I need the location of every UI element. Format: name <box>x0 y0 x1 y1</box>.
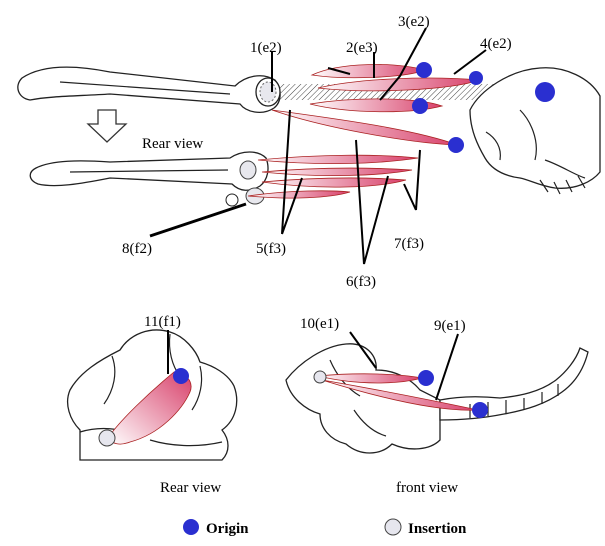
origin-point <box>173 368 189 384</box>
origin-point <box>418 370 434 386</box>
muscle-label-5: 5(f3) <box>256 241 286 257</box>
insertion-point <box>314 371 326 383</box>
muscle-5 <box>258 155 418 163</box>
insertion-legend-icon <box>385 519 401 535</box>
bottom-right-caption: front view <box>396 480 458 496</box>
muscle-label-2: 2(e3) <box>346 40 378 56</box>
origin-point <box>469 71 483 85</box>
pointer-line <box>150 204 246 236</box>
muscle-label-4: 4(e2) <box>480 36 512 52</box>
legend-origin-label: Origin <box>206 521 249 537</box>
bottom-right-front-view-panel: 10(e1) 9(e1) front view <box>286 316 588 496</box>
bottom-left-caption: Rear view <box>160 480 221 496</box>
insertion-point <box>240 161 256 179</box>
knee-joint <box>256 78 280 106</box>
legend-insertion-label: Insertion <box>408 521 467 537</box>
origin-point <box>412 98 428 114</box>
muscle-label-10: 10(e1) <box>300 316 339 332</box>
origin-point <box>416 62 432 78</box>
insertion-point <box>226 194 238 206</box>
femur-bone <box>18 67 280 112</box>
muscle-6 <box>262 168 412 176</box>
origin-point <box>472 402 488 418</box>
tibia-bone <box>30 152 268 190</box>
muscle-label-7: 7(f3) <box>394 236 424 252</box>
muscle-label-8: 8(f2) <box>122 241 152 257</box>
muscle-label-1: 1(e2) <box>250 40 282 56</box>
pointer-line <box>454 50 486 74</box>
muscle-label-3: 3(e2) <box>398 14 430 30</box>
muscle-label-11: 11(f1) <box>144 314 181 330</box>
legend: Origin Insertion <box>183 519 467 537</box>
muscle-label-9: 9(e1) <box>434 318 466 334</box>
pointer-line <box>436 334 458 400</box>
top-view-label: Rear view <box>142 136 203 152</box>
muscle-2 <box>312 65 425 78</box>
top-rear-view-panel: 1(e2) 2(e3) 3(e2) 4(e2) 8(f2) 5(f3) 7(f3… <box>18 14 600 290</box>
origin-legend-icon <box>183 519 199 535</box>
bottom-left-rear-view-panel: 11(f1) Rear view <box>68 314 237 496</box>
insertion-point <box>99 430 115 446</box>
origin-point <box>535 82 555 102</box>
muscle-label-6: 6(f3) <box>346 274 376 290</box>
muscle-sartorius <box>272 110 458 145</box>
down-arrow-icon <box>88 110 126 142</box>
origin-point <box>448 137 464 153</box>
